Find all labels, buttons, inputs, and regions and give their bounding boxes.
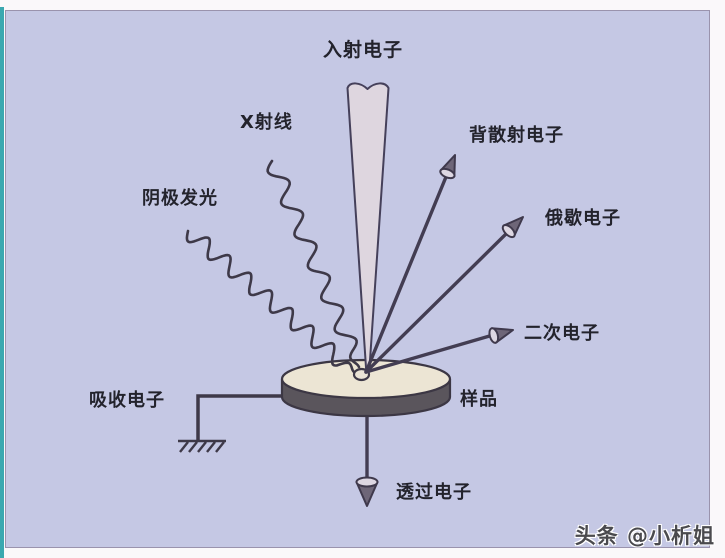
label-sample: 样品 (460, 389, 498, 410)
label-transmitted-electrons: 透过电子 (396, 482, 472, 503)
cathodoluminescence-wave (185, 229, 356, 374)
label-xray: X射线 (240, 112, 293, 133)
absorbed-electron-wire (196, 394, 288, 440)
backscattered-electron-arrow (364, 154, 456, 374)
auger-electron-arrow (364, 216, 524, 374)
page-edge-strip (0, 7, 4, 558)
label-absorbed-electrons: 吸收电子 (89, 390, 165, 411)
xray-wave (266, 159, 361, 369)
label-cathodoluminescence: 阴极发光 (142, 188, 218, 209)
ground-symbol-icon (178, 439, 226, 453)
label-incident-electrons: 入射电子 (323, 39, 404, 61)
label-backscattered-electrons: 背散射电子 (469, 125, 564, 146)
watermark: 头条 @小析姐 (574, 524, 715, 548)
secondary-electron-arrow (364, 327, 514, 374)
transmitted-electron-arrowhead (355, 476, 379, 507)
incident-beam (346, 82, 390, 372)
label-secondary-electrons: 二次电子 (524, 323, 600, 344)
label-auger-electrons: 俄歇电子 (545, 208, 621, 229)
